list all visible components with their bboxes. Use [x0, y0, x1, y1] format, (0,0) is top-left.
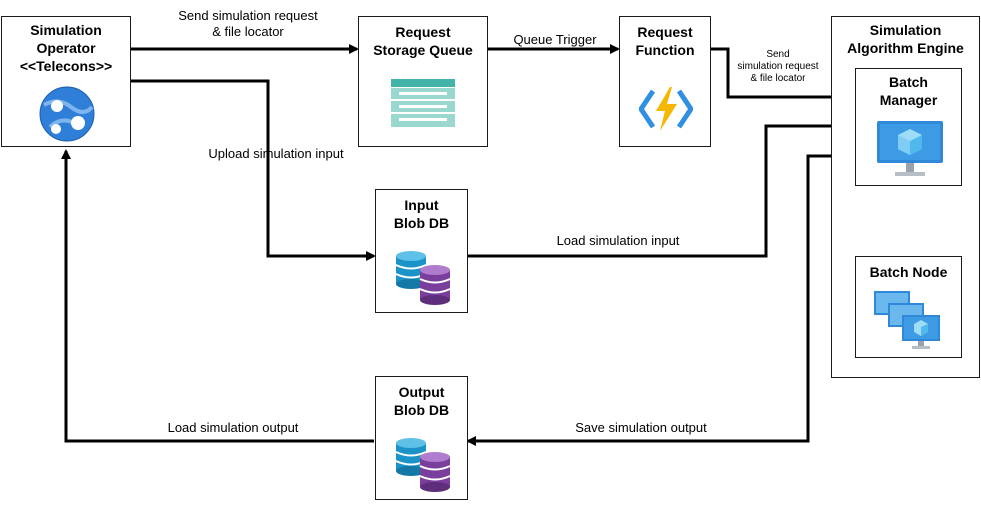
node-batch-node: Batch Node [855, 256, 962, 358]
node-request-storage-queue: Request Storage Queue [358, 16, 488, 147]
edge-label-save-output: Save simulation output [575, 420, 707, 435]
edge-function-to-batch-manager [711, 47, 856, 102]
node-simulation-operator: Simulation Operator <<Telecons>> [1, 16, 131, 147]
database-icon [395, 251, 451, 305]
node-title: Output Blob DB [393, 384, 450, 418]
edge-batch-manager-to-output-db [466, 154, 856, 446]
storage-queue-icon [391, 79, 455, 127]
edge-output-db-to-operator [61, 149, 374, 443]
node-title: Simulation Operator <<Telecons>> [19, 22, 113, 74]
edge-input-db-to-batch-manager [468, 121, 856, 258]
lightning-function-icon [639, 87, 693, 131]
globe-network-icon [39, 86, 95, 142]
edge-label-send-request: Send simulation request & file locator [178, 8, 318, 39]
node-output-blob-db: Output Blob DB [375, 376, 468, 500]
monitor-cube-icon [877, 121, 943, 176]
node-title: Input Blob DB [393, 197, 450, 231]
node-title: Batch Manager [879, 74, 938, 108]
stacked-monitors-icon [874, 291, 940, 349]
node-request-function: Request Function [619, 16, 711, 147]
node-title: Request Storage Queue [373, 24, 473, 58]
node-input-blob-db: Input Blob DB [375, 189, 468, 313]
node-title: Batch Node [869, 264, 948, 280]
edge-operator-to-input-db [131, 79, 376, 261]
edge-label-load-input: Load simulation input [556, 233, 680, 248]
edge-label-queue-trigger: Queue Trigger [513, 32, 597, 47]
edge-label-upload-input: Upload simulation input [208, 146, 344, 161]
node-title: Request Function [635, 24, 695, 58]
node-batch-manager: Batch Manager [855, 68, 962, 186]
edge-label-send-request-small: Send simulation request & file locator [737, 49, 819, 84]
edge-label-load-output: Load simulation output [167, 420, 299, 435]
database-icon [395, 438, 451, 492]
node-title: Simulation Algorithm Engine [847, 22, 964, 56]
